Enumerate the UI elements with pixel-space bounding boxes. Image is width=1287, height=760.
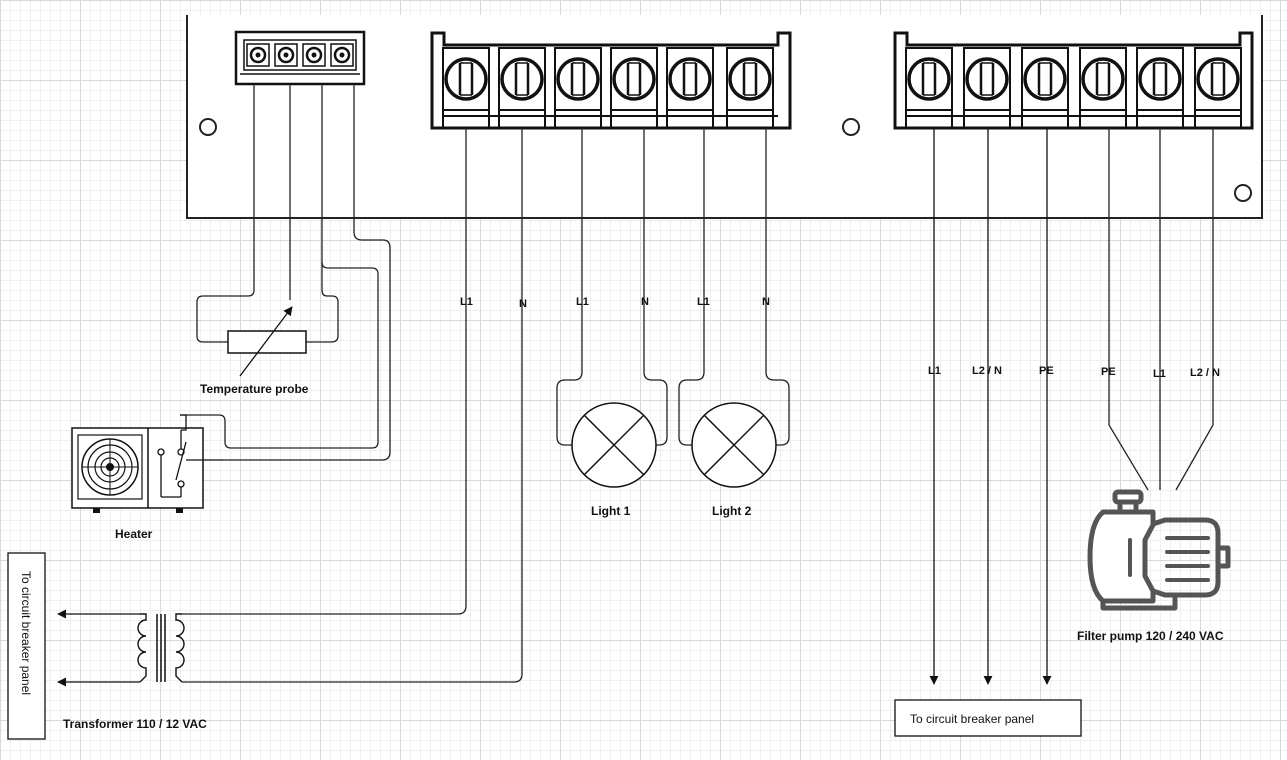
transformer-wiring — [182, 128, 523, 683]
light1-label: Light 1 — [591, 504, 631, 518]
terminal-screw-icon — [498, 47, 546, 128]
wire-label: L2 / N — [972, 365, 1002, 377]
terminal-screw-icon — [726, 47, 774, 128]
lamp-icon — [571, 402, 657, 488]
wire-label: PE — [1039, 365, 1054, 377]
temperature-probe-label: Temperature probe — [200, 382, 309, 396]
pump-wiring — [1108, 128, 1214, 491]
light2-label: Light 2 — [712, 504, 752, 518]
terminal-screw-icon — [905, 47, 953, 128]
terminal-block-supply — [893, 31, 1254, 130]
thermistor-icon — [227, 306, 307, 377]
mounting-hole — [842, 118, 860, 136]
wire-label: N — [519, 298, 527, 310]
supply-wiring — [929, 128, 1052, 685]
fan-icon — [77, 434, 143, 500]
wire-label: L2 / N — [1190, 367, 1220, 379]
wire-label: L1 — [697, 296, 710, 308]
switch-icon — [157, 414, 223, 498]
mounting-hole — [1234, 184, 1252, 202]
pump-icon — [1087, 489, 1231, 611]
wire-label: L1 — [928, 365, 941, 377]
terminal-screw-icon — [1079, 47, 1127, 128]
transformer-icon — [137, 613, 185, 683]
lights-wiring — [556, 128, 790, 446]
wire-label: N — [762, 296, 770, 308]
wire-label: L1 — [1153, 368, 1166, 380]
heater-unit — [71, 414, 223, 513]
mounting-hole — [199, 118, 217, 136]
wire-label: PE — [1101, 366, 1116, 378]
heater-label: Heater — [115, 527, 153, 541]
terminal-screw-icon — [666, 47, 714, 128]
terminal-screw-icon — [554, 47, 602, 128]
breaker-panel-label-bottom: To circuit breaker panel — [910, 712, 1034, 726]
breaker-panel-box-left — [7, 552, 46, 740]
wire-label: L1 — [576, 296, 589, 308]
wire-label: L1 — [460, 296, 473, 308]
breaker-panel-label-left: To circuit breaker panel — [19, 571, 33, 695]
filter-pump-label: Filter pump 120 / 240 VAC — [1077, 629, 1224, 643]
terminal-screw-icon — [1136, 47, 1184, 128]
wire-label: N — [641, 296, 649, 308]
breaker-panel-box-bottom — [894, 699, 1082, 737]
sensor-connector — [234, 30, 366, 86]
terminal-screw-icon — [442, 47, 490, 128]
terminal-screw-icon — [1194, 47, 1242, 128]
transformer-label: Transformer 110 / 12 VAC — [63, 717, 207, 731]
terminal-screw-icon — [1021, 47, 1069, 128]
temperature-probe-wiring — [180, 84, 391, 461]
terminal-screw-icon — [610, 47, 658, 128]
lamp-icon — [691, 402, 777, 488]
terminal-screw-icon — [963, 47, 1011, 128]
